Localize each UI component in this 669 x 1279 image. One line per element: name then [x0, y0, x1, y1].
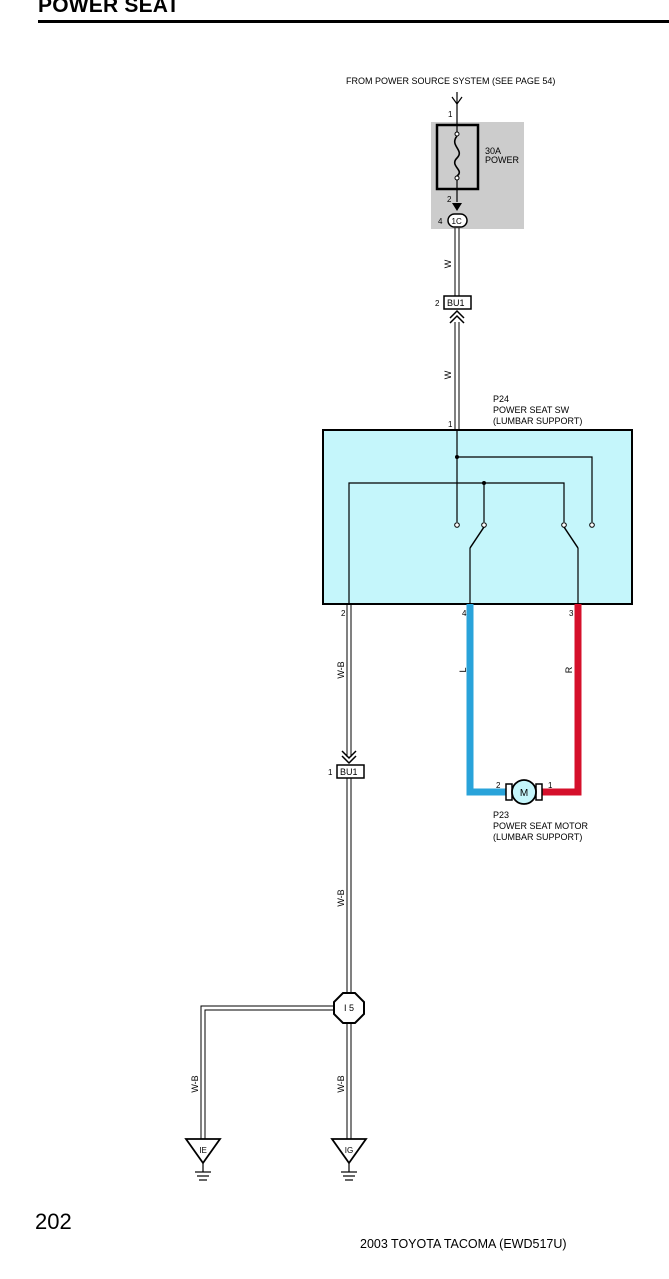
wire-wb3-a [200, 1005, 334, 1139]
power-seat-switch [322, 429, 633, 605]
wire-label-w1: W [443, 259, 453, 268]
source-label: FROM POWER SOURCE SYSTEM (SEE PAGE 54) [346, 76, 555, 86]
wire-label-w2: W [443, 370, 453, 379]
connector-arrow-icon [452, 203, 462, 211]
ground-ie-icon [184, 1138, 222, 1165]
wire-label-wb1: W-B [336, 661, 346, 678]
wire-label-wb3: W-B [190, 1075, 200, 1092]
sw-contact-3 [561, 522, 567, 528]
switch-pin-in: 1 [448, 420, 453, 429]
ground-ig-icon [330, 1138, 368, 1165]
motor-sub: (LUMBAR SUPPORT) [493, 832, 582, 842]
connector-bu1-top [443, 295, 472, 310]
fuse-element-icon [453, 135, 461, 177]
page-number: 202 [35, 1209, 72, 1234]
motor-symbol: M [520, 788, 528, 799]
ground-ig-label: IG [345, 1146, 353, 1155]
motor-terminal-right [535, 783, 543, 801]
motor-code: P23 [493, 810, 509, 820]
bu1-bottom-chevron-icon [341, 750, 357, 760]
sw-blade-left [469, 526, 485, 549]
switch-pin-b: 4 [462, 609, 467, 618]
connector-1c [447, 213, 468, 228]
fuse-terminal-top [454, 131, 460, 137]
sw-line-top [457, 456, 593, 522]
motor-pin-left: 2 [496, 781, 501, 790]
wire-label-r: R [564, 666, 574, 673]
junction-i5-label: I 5 [344, 1003, 354, 1013]
fuse-terminal-bottom [454, 175, 460, 181]
switch-code: P24 [493, 394, 509, 404]
sw-contact-1 [454, 522, 460, 528]
connector-1c-pin: 4 [438, 217, 443, 226]
motor-icon [511, 779, 537, 805]
connector-1c-label: 1C [452, 217, 462, 226]
fuse-rating: 30A [485, 146, 501, 156]
sw-contact-2 [481, 522, 487, 528]
switch-pin-c: 3 [569, 609, 574, 618]
ground-ie-label: IE [199, 1146, 207, 1155]
wire-label-wb4: W-B [336, 1075, 346, 1092]
motor-pin-right: 1 [548, 781, 553, 790]
motor-name: POWER SEAT MOTOR [493, 821, 589, 831]
wire-blue-l [466, 604, 507, 796]
wire-label-wb2: W-B [336, 889, 346, 906]
bu1-bottom-chevron2-icon [341, 755, 357, 765]
sw-blade-right [563, 526, 579, 549]
connector-bu1-top-pin: 2 [435, 299, 440, 308]
page-title: POWER SEAT [38, 0, 180, 17]
sw-contact-4 [589, 522, 595, 528]
wire-red-r [541, 604, 582, 796]
connector-bu1-top-label: BU1 [447, 298, 465, 308]
fuse-pin: 2 [447, 195, 452, 204]
wire-label-l: L [458, 667, 468, 672]
connector-bu1-bottom-label: BU1 [340, 767, 358, 777]
connector-bu1-bottom-pin: 1 [328, 768, 333, 777]
wire-wb3-b [204, 1009, 334, 1139]
source-arrow-icon [451, 96, 463, 106]
switch-pin-a: 2 [341, 609, 346, 618]
bu1-top-chevron2-icon [449, 314, 465, 324]
switch-sub: (LUMBAR SUPPORT) [493, 416, 582, 426]
switch-name: POWER SEAT SW [493, 405, 570, 415]
bu1-top-chevron-icon [449, 309, 465, 319]
fuse-name: POWER [485, 155, 520, 165]
title-rule [38, 20, 669, 23]
footer-vehicle: 2003 TOYOTA TACOMA (EWD517U) [360, 1237, 567, 1251]
source-pin: 1 [448, 110, 453, 119]
sw-line-ground [348, 482, 565, 604]
